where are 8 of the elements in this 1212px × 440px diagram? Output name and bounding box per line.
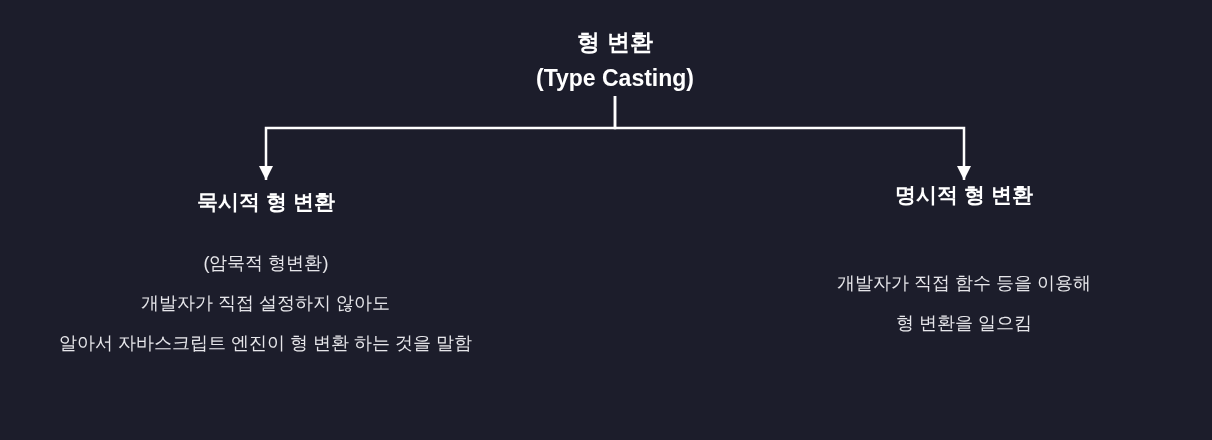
description-text: 개발자가 직접 함수 등을 이용해 형 변환을 일으킴 xyxy=(837,272,1091,335)
subtitle-text: (Type Casting) xyxy=(536,64,694,93)
arrow xyxy=(613,96,971,180)
heading-text: 묵시적 형 변환 xyxy=(197,189,335,215)
title-text: 형 변환 xyxy=(577,28,653,57)
description-text: 개발자가 직접 설정하지 않아도 알아서 자바스크립트 엔진이 형 변환 하는 것을 말함 xyxy=(59,292,473,355)
description-text: (암묵적 형변환) xyxy=(203,252,329,275)
heading-text: 명시적 형 변환 xyxy=(895,182,1033,208)
